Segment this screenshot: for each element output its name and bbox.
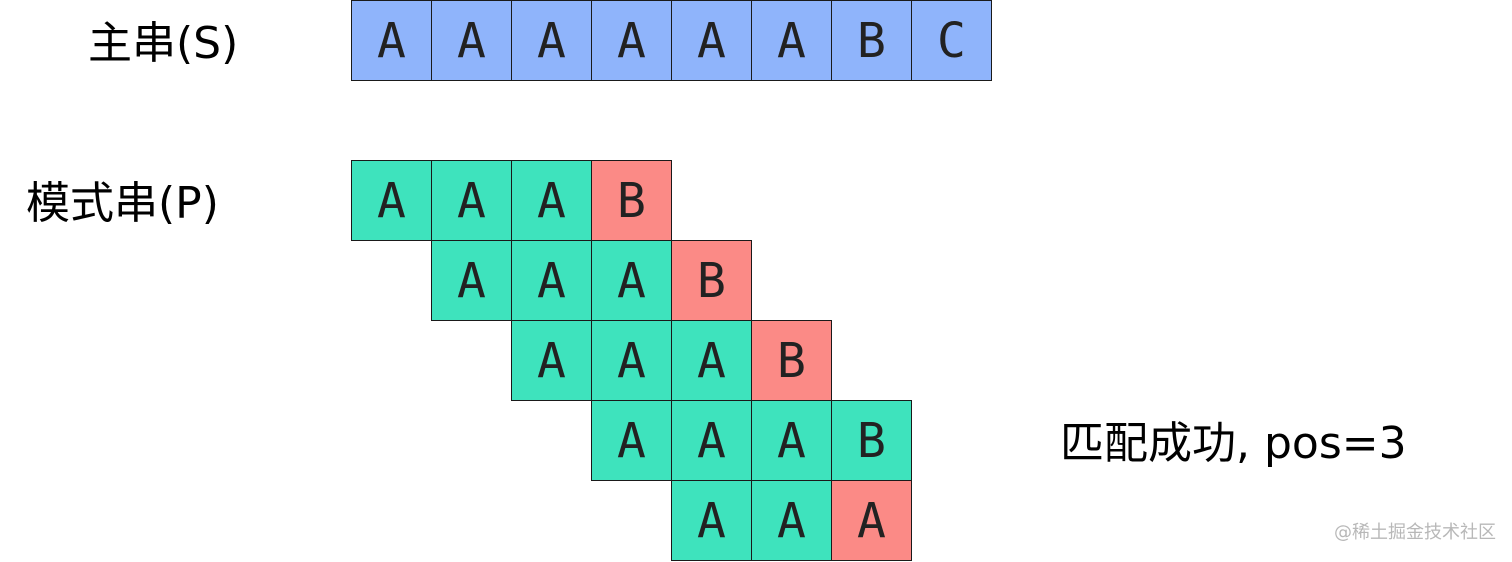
main-string-cell: A <box>751 0 832 81</box>
pattern-cell: A <box>431 240 512 321</box>
main-string-cell: A <box>351 0 432 81</box>
pattern-cell: B <box>751 320 832 401</box>
main-string-cell: A <box>431 0 512 81</box>
pattern-cell: A <box>831 480 912 561</box>
match-result-label: 匹配成功, pos=3 <box>1060 418 1407 469</box>
pattern-cell: A <box>351 160 432 241</box>
pattern-cell: A <box>511 240 592 321</box>
pattern-cell: B <box>591 160 672 241</box>
pattern-cell: A <box>671 400 752 481</box>
pattern-cell: A <box>751 400 832 481</box>
main-string-cell: B <box>831 0 912 81</box>
pattern-cell: A <box>431 160 512 241</box>
main-string-cell: A <box>671 0 752 81</box>
pattern-cell: A <box>511 160 592 241</box>
pattern-cell: A <box>671 320 752 401</box>
main-string-cell: A <box>591 0 672 81</box>
pattern-cell: B <box>831 400 912 481</box>
pattern-string-label: 模式串(P) <box>26 178 219 229</box>
pattern-cell: A <box>511 320 592 401</box>
pattern-cell: A <box>591 320 672 401</box>
main-string-cell: A <box>511 0 592 81</box>
watermark: @稀土掘金技术社区 <box>1334 522 1496 543</box>
pattern-cell: A <box>671 480 752 561</box>
pattern-cell: A <box>591 240 672 321</box>
main-string-cell: C <box>911 0 992 81</box>
pattern-cell: A <box>591 400 672 481</box>
main-string-label: 主串(S) <box>88 18 239 69</box>
pattern-cell: B <box>671 240 752 321</box>
pattern-cell: A <box>751 480 832 561</box>
